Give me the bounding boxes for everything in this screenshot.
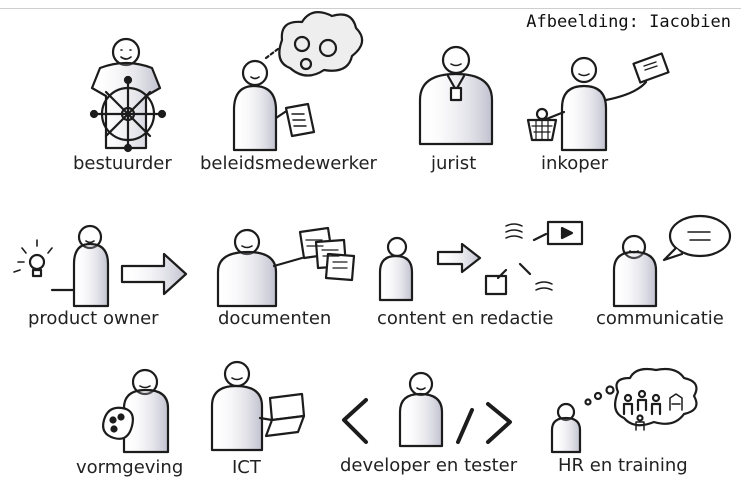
role-label-ict: ICT bbox=[232, 457, 261, 478]
communicatie-figure-icon bbox=[612, 214, 732, 308]
top-divider bbox=[0, 8, 741, 9]
vormgeving-figure-icon bbox=[102, 368, 170, 454]
jurist-figure-icon bbox=[418, 45, 494, 146]
ict-figure-icon bbox=[210, 360, 306, 452]
role-label-content-redactie: content en redactie bbox=[377, 308, 554, 329]
product-owner-figure-icon bbox=[13, 224, 188, 308]
role-label-product-owner: product owner bbox=[28, 308, 159, 329]
beleidsmedewerker-figure-icon bbox=[232, 11, 364, 152]
content-redactie-figure-icon bbox=[378, 220, 584, 302]
developer-tester-figure-icon bbox=[342, 371, 512, 448]
documenten-figure-icon bbox=[216, 226, 356, 308]
role-label-beleidsmedewerker: beleidsmedewerker bbox=[200, 153, 377, 174]
role-label-inkoper: inkoper bbox=[541, 153, 609, 174]
role-label-jurist: jurist bbox=[431, 153, 477, 174]
hr-training-figure-icon bbox=[550, 367, 698, 454]
image-credit: Afbeelding: Iacobien bbox=[526, 12, 731, 32]
role-label-documenten: documenten bbox=[218, 308, 332, 329]
role-label-communicatie: communicatie bbox=[596, 308, 724, 329]
role-label-hr-training: HR en training bbox=[558, 455, 688, 476]
role-label-bestuurder: bestuurder bbox=[73, 153, 172, 174]
role-label-developer-tester: developer en tester bbox=[340, 455, 518, 476]
bestuurder-figure-icon bbox=[89, 37, 167, 153]
inkoper-figure-icon bbox=[526, 52, 670, 152]
role-label-vormgeving: vormgeving bbox=[76, 457, 184, 478]
